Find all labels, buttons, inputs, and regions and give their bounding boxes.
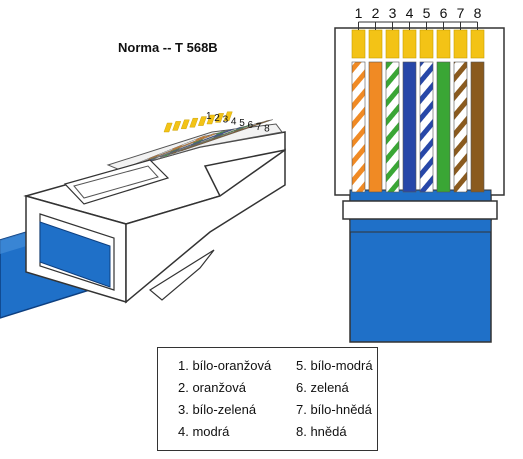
contact-8 xyxy=(470,29,485,59)
contact-4 xyxy=(402,29,417,59)
wire-front-2 xyxy=(368,61,383,193)
contact-2 xyxy=(368,29,383,59)
wire-front-8 xyxy=(470,61,485,193)
persp-pin-number-1: 1 xyxy=(206,111,212,122)
persp-pin-number-2: 2 xyxy=(214,113,220,124)
persp-pin-number-3: 3 xyxy=(223,115,229,126)
contact-5 xyxy=(419,29,434,59)
legend-item-5: 5. bílo-modrá xyxy=(296,358,373,373)
legend-item-2: 2. oranžová xyxy=(178,380,246,395)
contact-6 xyxy=(436,29,451,59)
connector-side xyxy=(125,148,286,304)
pin-number-5: 5 xyxy=(423,5,431,21)
persp-pin-number-4: 4 xyxy=(231,116,237,127)
persp-pin-number-6: 6 xyxy=(248,120,254,131)
connector-front-view xyxy=(334,27,505,343)
persp-pin-number-8: 8 xyxy=(264,124,270,135)
contact-1 xyxy=(351,29,366,59)
pin-number-2: 2 xyxy=(372,5,380,21)
persp-contact-7 xyxy=(215,113,224,123)
front-wires xyxy=(351,61,485,193)
pin-number-1: 1 xyxy=(355,5,363,21)
wire-front-4 xyxy=(402,61,417,193)
cable-right xyxy=(349,219,492,343)
legend-item-3: 3. bílo-zelená xyxy=(178,402,257,417)
wire-front-3 xyxy=(385,61,400,193)
contact-3 xyxy=(385,29,400,59)
color-legend: 1. bílo-oranžová 2. oranžová 3. bílo-zel… xyxy=(157,347,378,451)
wire-front-5 xyxy=(419,61,434,193)
connector-clip xyxy=(342,200,498,220)
persp-pin-number-5: 5 xyxy=(239,118,245,129)
persp-contact-4 xyxy=(189,117,199,128)
legend-item-7: 7. bílo-hnědá xyxy=(296,402,372,417)
wire-front-1 xyxy=(351,61,366,193)
pin-number-6: 6 xyxy=(440,5,448,21)
wire-front-6 xyxy=(436,61,451,193)
connector-latch xyxy=(148,249,215,301)
connector-perspective xyxy=(0,111,286,319)
perspective-wires xyxy=(119,111,274,171)
legend-item-4: 4. modrá xyxy=(178,424,230,439)
wire-persp-8 xyxy=(175,119,274,153)
legend-item-8: 8. hnědá xyxy=(296,424,347,439)
pin-number-7: 7 xyxy=(457,5,465,21)
persp-contact-2 xyxy=(172,121,182,131)
gold-contacts xyxy=(351,29,485,59)
persp-contact-1 xyxy=(163,122,173,133)
legend-item-1: 1. bílo-oranžová xyxy=(178,358,272,373)
persp-contact-5 xyxy=(198,116,207,126)
persp-contact-8 xyxy=(223,111,233,122)
contact-7 xyxy=(453,29,468,59)
wire-front-7 xyxy=(453,61,468,193)
persp-pin-number-7: 7 xyxy=(256,122,262,133)
pin-number-3: 3 xyxy=(389,5,397,21)
legend-item-6: 6. zelená xyxy=(296,380,349,395)
persp-contact-6 xyxy=(206,114,216,125)
diagram-title: Norma -- T 568B xyxy=(118,40,218,55)
pin-number-4: 4 xyxy=(406,5,414,21)
cable-inside xyxy=(39,221,111,288)
pin-number-8: 8 xyxy=(474,5,482,21)
persp-contact-3 xyxy=(180,119,190,130)
